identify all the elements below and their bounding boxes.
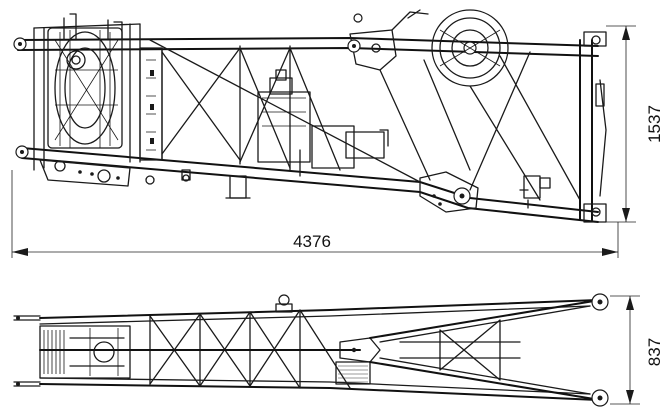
panel-strip <box>139 47 163 161</box>
height-dimension-label: 1537 <box>645 105 664 143</box>
rear-winch-drum <box>47 27 123 149</box>
lattice-bracing <box>149 39 421 183</box>
right-valve-assembly <box>519 175 551 209</box>
right-bracing <box>469 51 581 201</box>
top-left-brackets <box>63 13 123 41</box>
lower-chord-node <box>419 171 479 213</box>
small-fitting <box>181 169 191 181</box>
length-dimension-label: 4376 <box>293 232 331 251</box>
top-view-lower-chord <box>39 383 599 401</box>
plate-hole <box>97 169 111 183</box>
top-view-head-pin-lower <box>591 389 609 407</box>
top-view-drum <box>39 325 131 379</box>
top-left-pin-upper <box>13 315 41 321</box>
head-bracket <box>347 9 471 181</box>
top-view-head-arms <box>369 299 601 401</box>
top-view-inner-chord <box>39 305 591 395</box>
upper-chord-bottom <box>17 46 599 57</box>
top-view: 837 <box>13 293 664 407</box>
lower-chord-bottom <box>21 157 599 223</box>
lug <box>182 174 190 182</box>
right-end-frame <box>579 31 607 223</box>
top-view-lug-base <box>275 303 293 313</box>
top-view-hatched-block <box>335 361 371 385</box>
lower-left-plate <box>39 159 131 187</box>
side-view: 1537 4376 <box>11 9 664 258</box>
upper-chord-top <box>17 36 599 47</box>
lug <box>145 175 155 185</box>
length-dimension: 4376 <box>11 170 619 258</box>
top-small-pin <box>353 13 363 23</box>
top-left-pin-lower <box>13 381 41 387</box>
top-view-center-node <box>339 337 381 363</box>
plate-hole <box>54 160 66 172</box>
left-pin-lower <box>15 145 29 159</box>
left-end-frame <box>33 23 141 171</box>
left-pin-upper <box>13 37 27 51</box>
height-dimension: 1537 <box>606 25 664 223</box>
head-sheave <box>431 9 509 87</box>
top-view-head-pin-upper <box>591 293 609 311</box>
width-dimension-label: 837 <box>645 338 664 366</box>
width-dimension: 837 <box>610 295 664 405</box>
center-machinery <box>257 69 389 177</box>
top-view-upper-chord <box>39 299 599 319</box>
lower-chord-top <box>21 147 599 213</box>
top-view-lug <box>278 294 290 306</box>
lower-bracket <box>229 175 247 199</box>
